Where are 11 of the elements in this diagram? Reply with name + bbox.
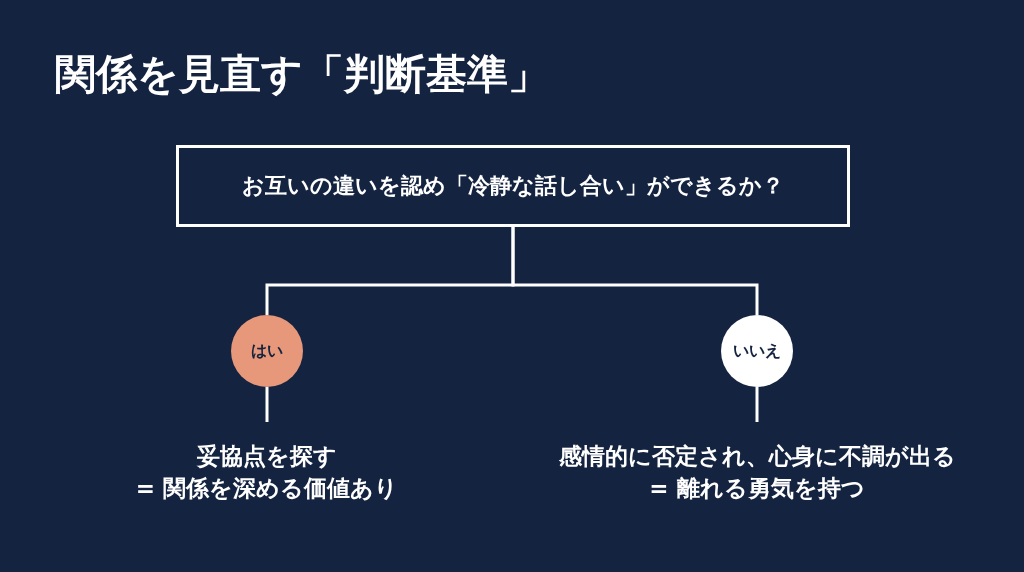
result-text: 感情的に否定され、心身に不調が出る xyxy=(558,442,956,471)
answer-circle: いいえ xyxy=(721,315,793,387)
connector-line xyxy=(755,387,759,422)
question-box: お互いの違いを認め「冷静な話し合い」ができるか？ xyxy=(176,145,850,227)
answer-circle: はい xyxy=(231,315,303,387)
result-text: 妥協点を探す xyxy=(197,442,337,471)
title: 関係を見直す「判断基準」 xyxy=(55,49,549,100)
conclusion-text: = 関係を深める価値あり xyxy=(135,474,399,503)
conclusion-text: = 離れる勇気を持つ xyxy=(649,474,865,503)
connector-line xyxy=(511,227,759,315)
connector-line xyxy=(265,387,269,422)
